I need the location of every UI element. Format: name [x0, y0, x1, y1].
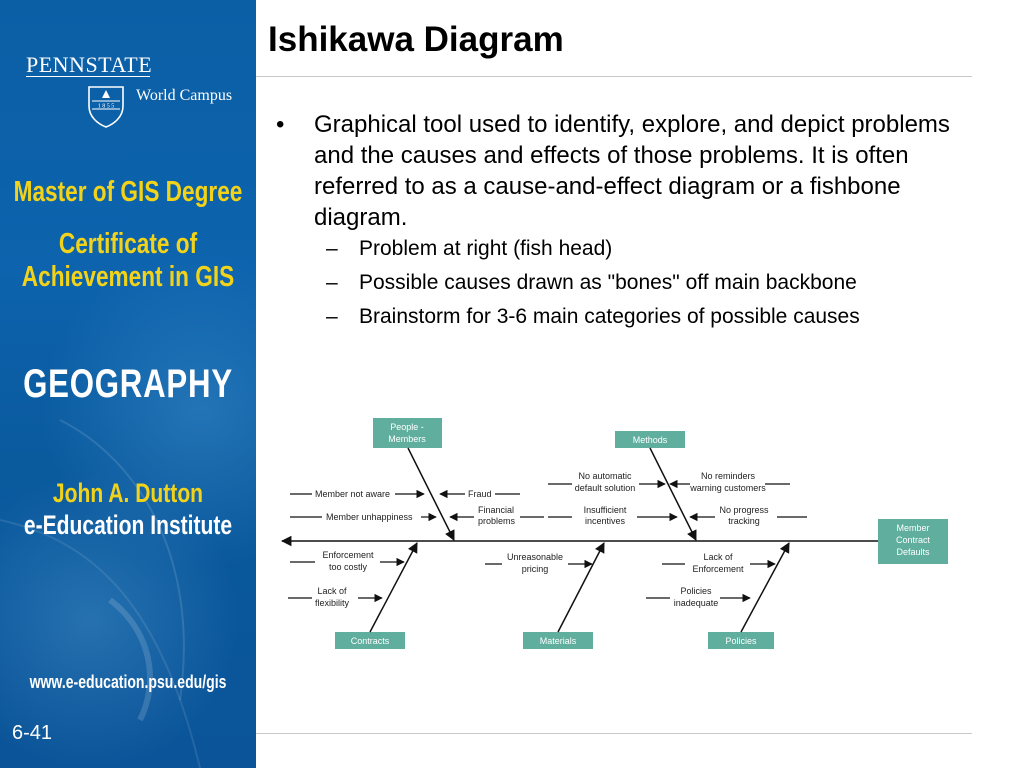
- main-bullet-text: Graphical tool used to identify, explore…: [314, 111, 950, 231]
- sidebar-decoration: [0, 419, 201, 768]
- cause-enforcement-costly-2: too costly: [329, 562, 368, 572]
- wordmark-rule: [26, 76, 150, 77]
- cause-no-automatic-1: No automatic: [578, 471, 632, 481]
- category-methods-label: Methods: [633, 435, 668, 445]
- cause-lack-enforcement-1: Lack of: [703, 552, 733, 562]
- bone-people: [407, 447, 455, 541]
- category-policies-box: Policies: [708, 632, 774, 649]
- cause-fraud: Fraud: [468, 489, 492, 499]
- bone-materials: [557, 542, 605, 633]
- cause-unreasonable-1: Unreasonable: [507, 552, 563, 562]
- sub-bullet-marker: –: [326, 271, 338, 294]
- category-people-line-1: People -: [390, 422, 424, 432]
- title-divider: [256, 76, 972, 77]
- institute-name-2: e-Education Institute: [23, 510, 233, 540]
- cause-financial-1: Financial: [478, 505, 514, 515]
- brand-sidebar: PENNSTATE 1 8 5 5 World Campus Master of…: [0, 0, 256, 768]
- effect-head-box: Member Contract Defaults: [878, 519, 948, 564]
- category-contracts-label: Contracts: [351, 636, 390, 646]
- head-line-1: Member: [896, 523, 929, 533]
- bone-policies: [740, 542, 790, 633]
- category-people-box: People - Members: [373, 418, 442, 448]
- institute-name-1: John A. Dutton: [52, 478, 204, 508]
- category-policies-label: Policies: [725, 636, 757, 646]
- slide-number: 6-41: [12, 722, 53, 744]
- website-url: www.e-education.psu.edu/gis: [29, 672, 227, 692]
- bullet-marker: •: [276, 111, 285, 138]
- cause-enforcement-costly-1: Enforcement: [322, 550, 374, 560]
- category-people-line-2: Members: [388, 434, 426, 444]
- cause-lack-flexibility-1: Lack of: [317, 586, 347, 596]
- cause-no-reminders-1: No reminders: [701, 471, 756, 481]
- sub-bullet-text: Possible causes drawn as "bones" off mai…: [359, 271, 857, 294]
- head-line-3: Defaults: [896, 547, 930, 557]
- cause-member-not-aware: Member not aware: [315, 489, 390, 499]
- cause-no-reminders-2: warning customers: [689, 483, 766, 493]
- head-line-2: Contract: [896, 535, 931, 545]
- geography-logo: GEOGRAPHY: [23, 362, 233, 406]
- bone-methods: [649, 447, 697, 541]
- category-materials-label: Materials: [540, 636, 577, 646]
- sub-bullet-text: Brainstorm for 3-6 main categories of po…: [359, 305, 860, 328]
- fishbone-diagram: Member Contract Defaults People - Member…: [280, 418, 948, 649]
- category-contracts-box: Contracts: [335, 632, 405, 649]
- certificate-line-2: Achievement in GIS: [21, 261, 235, 293]
- cause-policies-inadequate-2: inadequate: [674, 598, 719, 608]
- sub-bullet-marker: –: [326, 305, 338, 328]
- degree-line: Master of GIS Degree: [13, 176, 243, 208]
- cause-policies-inadequate-1: Policies: [680, 586, 712, 596]
- slide-title: Ishikawa Diagram: [268, 20, 564, 59]
- cause-insufficient-2: incentives: [585, 516, 626, 526]
- cause-no-progress-1: No progress: [719, 505, 769, 515]
- cause-no-automatic-2: default solution: [575, 483, 636, 493]
- bone-contracts: [369, 542, 418, 633]
- cause-lack-enforcement-2: Enforcement: [692, 564, 744, 574]
- cause-no-progress-2: tracking: [728, 516, 760, 526]
- footer-divider: [256, 733, 972, 734]
- category-materials-box: Materials: [523, 632, 593, 649]
- category-methods-box: Methods: [615, 431, 685, 448]
- cause-unreasonable-2: pricing: [522, 564, 549, 574]
- sub-bullet-marker: –: [326, 237, 338, 260]
- cause-lack-flexibility-2: flexibility: [315, 598, 350, 608]
- world-campus-label: World Campus: [136, 87, 233, 104]
- certificate-line-1: Certificate of: [58, 228, 198, 260]
- sub-bullet-text: Problem at right (fish head): [359, 237, 613, 260]
- pennstate-wordmark: PENNSTATE: [26, 52, 153, 77]
- cause-member-unhappiness: Member unhappiness: [326, 512, 413, 522]
- cause-insufficient-1: Insufficient: [584, 505, 627, 515]
- sidebar-glow-lower: [0, 470, 240, 768]
- cause-financial-2: problems: [478, 516, 516, 526]
- shield-year: 1 8 5 5: [98, 104, 115, 110]
- shield-logo-icon: 1 8 5 5: [88, 86, 124, 128]
